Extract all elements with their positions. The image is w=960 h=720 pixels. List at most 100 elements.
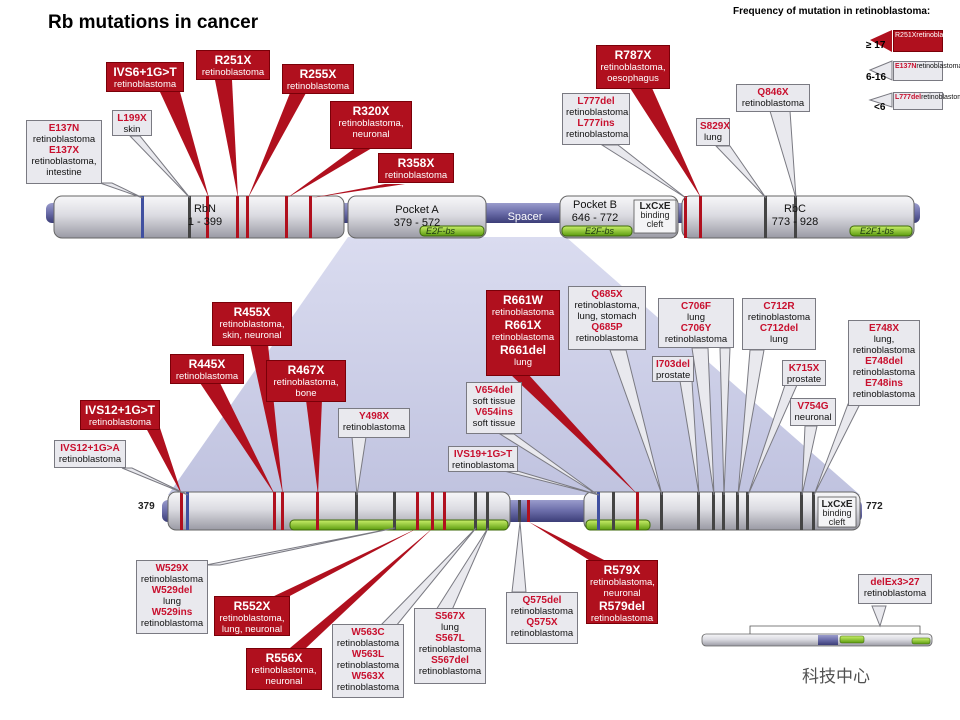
mutation-label-q685-line-3: Q685P	[591, 322, 623, 333]
mutation-label-r552x-line-0: R552X	[233, 599, 271, 613]
mutation-label-ivs19-line-0: IVS19+1G>T	[453, 449, 513, 460]
mutation-label-c706-line-3: retinoblastoma	[664, 334, 728, 345]
mutation-label-r661-line-4: R661del	[499, 343, 547, 357]
inset-label-mut: delEx3>27	[870, 577, 920, 588]
zoom-markers	[180, 492, 815, 530]
legend-range-2: 6-16	[866, 72, 887, 83]
top-pointers	[99, 80, 797, 199]
lxcxe-zoom-sub2: cleft	[828, 517, 846, 527]
legend-title: Frequency of mutation in retinoblastoma:	[733, 6, 931, 17]
mutation-label-w529-line-1: retinoblastoma	[140, 574, 204, 585]
mutation-label-s567-line-2: S567L	[435, 633, 465, 644]
rbc-name: RbC	[783, 203, 806, 215]
rbn-name: RbN	[193, 203, 216, 215]
mutation-label-c706-line-2: C706Y	[680, 323, 712, 334]
mutation-label-r445x-line-1: retinoblastoma	[175, 371, 239, 382]
mutation-label-v754g-line-1: neuronal	[794, 412, 832, 423]
rbc-range: 773 - 928	[771, 216, 819, 228]
mutation-label-q846x-line-0: Q846X	[757, 87, 789, 98]
inset-graphics	[701, 605, 933, 647]
mutation-label-r579-line-4: retinoblastoma	[590, 613, 654, 624]
mutation-label-l777-line-2: L777ins	[577, 118, 615, 129]
legend-box-2: E137Nretinoblastoma	[893, 61, 960, 81]
mutation-label-w529-line-2: W529del	[151, 585, 193, 596]
mutation-label-r358x-line-1: retinoblastoma	[384, 170, 448, 181]
mutation-label-e137n-line-2: E137X	[48, 145, 80, 156]
mutation-label-r556x-line-1: retinoblastoma,	[251, 665, 317, 676]
e2f1-bs-bar	[849, 225, 913, 237]
mutation-label-s567-line-1: lung	[441, 622, 459, 633]
mutation-label-r579-line-2: neuronal	[603, 588, 641, 599]
mutation-label-r467x-line-0: R467X	[287, 363, 325, 377]
mutation-label-r787x-line-0: R787X	[614, 48, 652, 62]
mutation-label-c712-line-0: C712R	[763, 301, 795, 312]
mutation-label-y498x-line-0: Y498X	[358, 411, 390, 422]
mutation-label-r556x-line-0: R556X	[265, 651, 303, 665]
zoom-pointers-lower	[205, 521, 608, 648]
pocket-a-range: 379 - 572	[393, 217, 441, 229]
e2f1-bs-label: E2F1-bs	[860, 226, 895, 236]
mutation-label-ivs6-line-0: IVS6+1G>T	[113, 65, 177, 79]
mutation-label-r661-line-0: R661W	[502, 293, 543, 307]
mutation-label-r661-line-3: retinoblastoma	[491, 332, 555, 343]
legend-range-1: ≥ 17	[866, 40, 886, 51]
zoom-end-number: 772	[866, 501, 883, 512]
lxcxe-box-top	[633, 199, 677, 234]
mutation-label-r251x-line-1: retinoblastoma	[201, 67, 265, 78]
mutation-label-r552x-line-2: lung, neuronal	[221, 624, 283, 635]
zoom-bar	[162, 491, 862, 531]
mutation-label-e748-line-4: retinoblastoma	[852, 367, 916, 378]
mutation-label-s829x-line-0: S829X	[700, 121, 731, 132]
zoom-pointers-upper	[121, 344, 861, 496]
rbn-domain	[53, 195, 345, 239]
mutation-label-e137n-line-0: E137N	[48, 123, 80, 134]
mutation-label-c712-line-1: retinoblastoma	[747, 312, 811, 323]
watermark: 科技中心	[802, 667, 870, 686]
lxcxe-top-name: LxCxE	[639, 201, 671, 212]
mutation-label-r661-line-5: lung	[514, 357, 532, 368]
mutation-label-e748-line-0: E748X	[868, 323, 900, 334]
mutation-label-e748-line-3: E748del	[865, 356, 903, 367]
mutation-label-s567-line-0: S567X	[434, 611, 466, 622]
mutation-label-w563-line-1: retinoblastoma	[336, 638, 400, 649]
mutation-label-r358x-line-0: R358X	[397, 156, 435, 170]
mutation-label-w529-line-5: retinoblastoma	[140, 618, 204, 629]
mutation-label-w529-line-3: lung	[163, 596, 181, 607]
mutation-label-e748-line-1: lung,	[873, 334, 895, 345]
mutation-label-r320x-line-1: retinoblastoma,	[338, 118, 404, 129]
mutation-label-k715-line-1: prostate	[786, 374, 822, 385]
mutation-label-ivs12a-line-1: retinoblastoma	[58, 454, 122, 465]
mutation-label-e137n-line-3: retinoblastoma,	[31, 156, 97, 167]
mutation-label-q685-line-1: retinoblastoma,	[574, 300, 640, 311]
mutation-label-w563-line-2: W563L	[351, 649, 385, 660]
mutation-label-c706-line-1: lung	[687, 312, 705, 323]
pocket-b-name: Pocket B	[572, 199, 618, 211]
mutation-label-r661-line-1: retinoblastoma	[491, 307, 555, 318]
mutation-label-q685-line-4: retinoblastoma	[575, 333, 639, 344]
legend-box-2-mut: E137N	[895, 63, 917, 70]
mutation-label-c706-line-0: C706F	[680, 301, 711, 312]
lxcxe-zoom-name: LxCxE	[821, 499, 853, 510]
